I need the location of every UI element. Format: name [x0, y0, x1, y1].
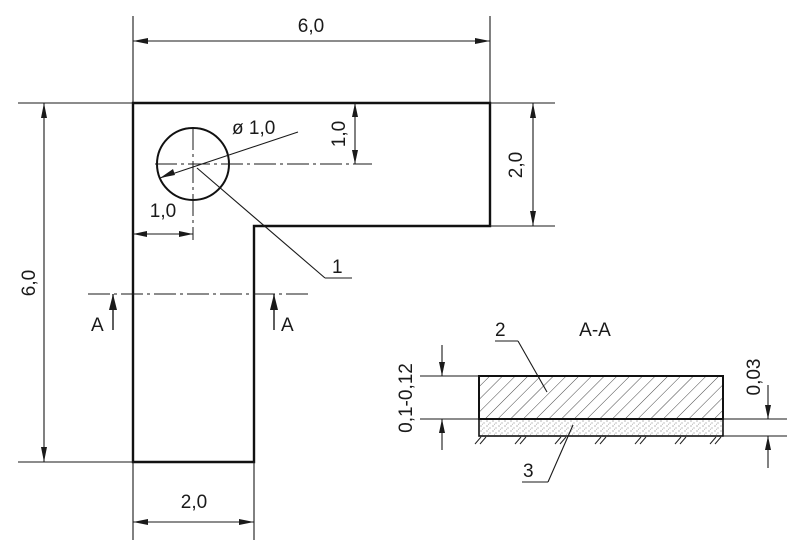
callout-1-label: 1 [332, 257, 343, 278]
section-view: A-A 0,1-0,12 0,03 [396, 320, 787, 483]
dim-hole-offset-y-label: 1,0 [329, 121, 350, 147]
dim-right-height-label: 2,0 [506, 152, 527, 178]
dim-left-height-label: 6,0 [19, 270, 40, 296]
part-outline [131, 101, 492, 464]
section-marker-left: A [91, 294, 117, 336]
dim-hole-offset-x-label: 1,0 [150, 201, 176, 222]
dim-top-width: 6,0 [132, 16, 491, 103]
callout-1: 1 [196, 167, 352, 279]
dim-top-layer-label: 0,03 [744, 359, 765, 396]
l-shaped-part [88, 101, 492, 464]
dim-hole-offset-x: 1,0 [133, 201, 193, 237]
ground-marks [474, 436, 722, 445]
dim-layer-thickness-label: 0,1-0,12 [396, 363, 417, 433]
dim-hole-diameter-label: ø 1,0 [232, 118, 275, 139]
dim-hole-diameter: ø 1,0 [159, 118, 299, 179]
dim-hole-offset-y: 1,0 [329, 103, 358, 164]
dim-left-height: 6,0 [18, 102, 133, 463]
section-layer-bottom [478, 418, 724, 437]
section-layer-top [478, 375, 724, 420]
callout-2-label: 2 [495, 320, 506, 341]
dim-top-width-label: 6,0 [298, 16, 324, 37]
section-marker-right: A [270, 294, 294, 336]
callout-3-label: 3 [523, 461, 534, 482]
section-marker-right-label: A [281, 315, 294, 336]
section-title: A-A [579, 320, 611, 341]
dim-bottom-width-label: 2,0 [181, 492, 207, 513]
section-marker-left-label: A [91, 315, 104, 336]
dim-bottom-width: 2,0 [132, 462, 255, 540]
dim-right-height: 2,0 [490, 102, 555, 227]
